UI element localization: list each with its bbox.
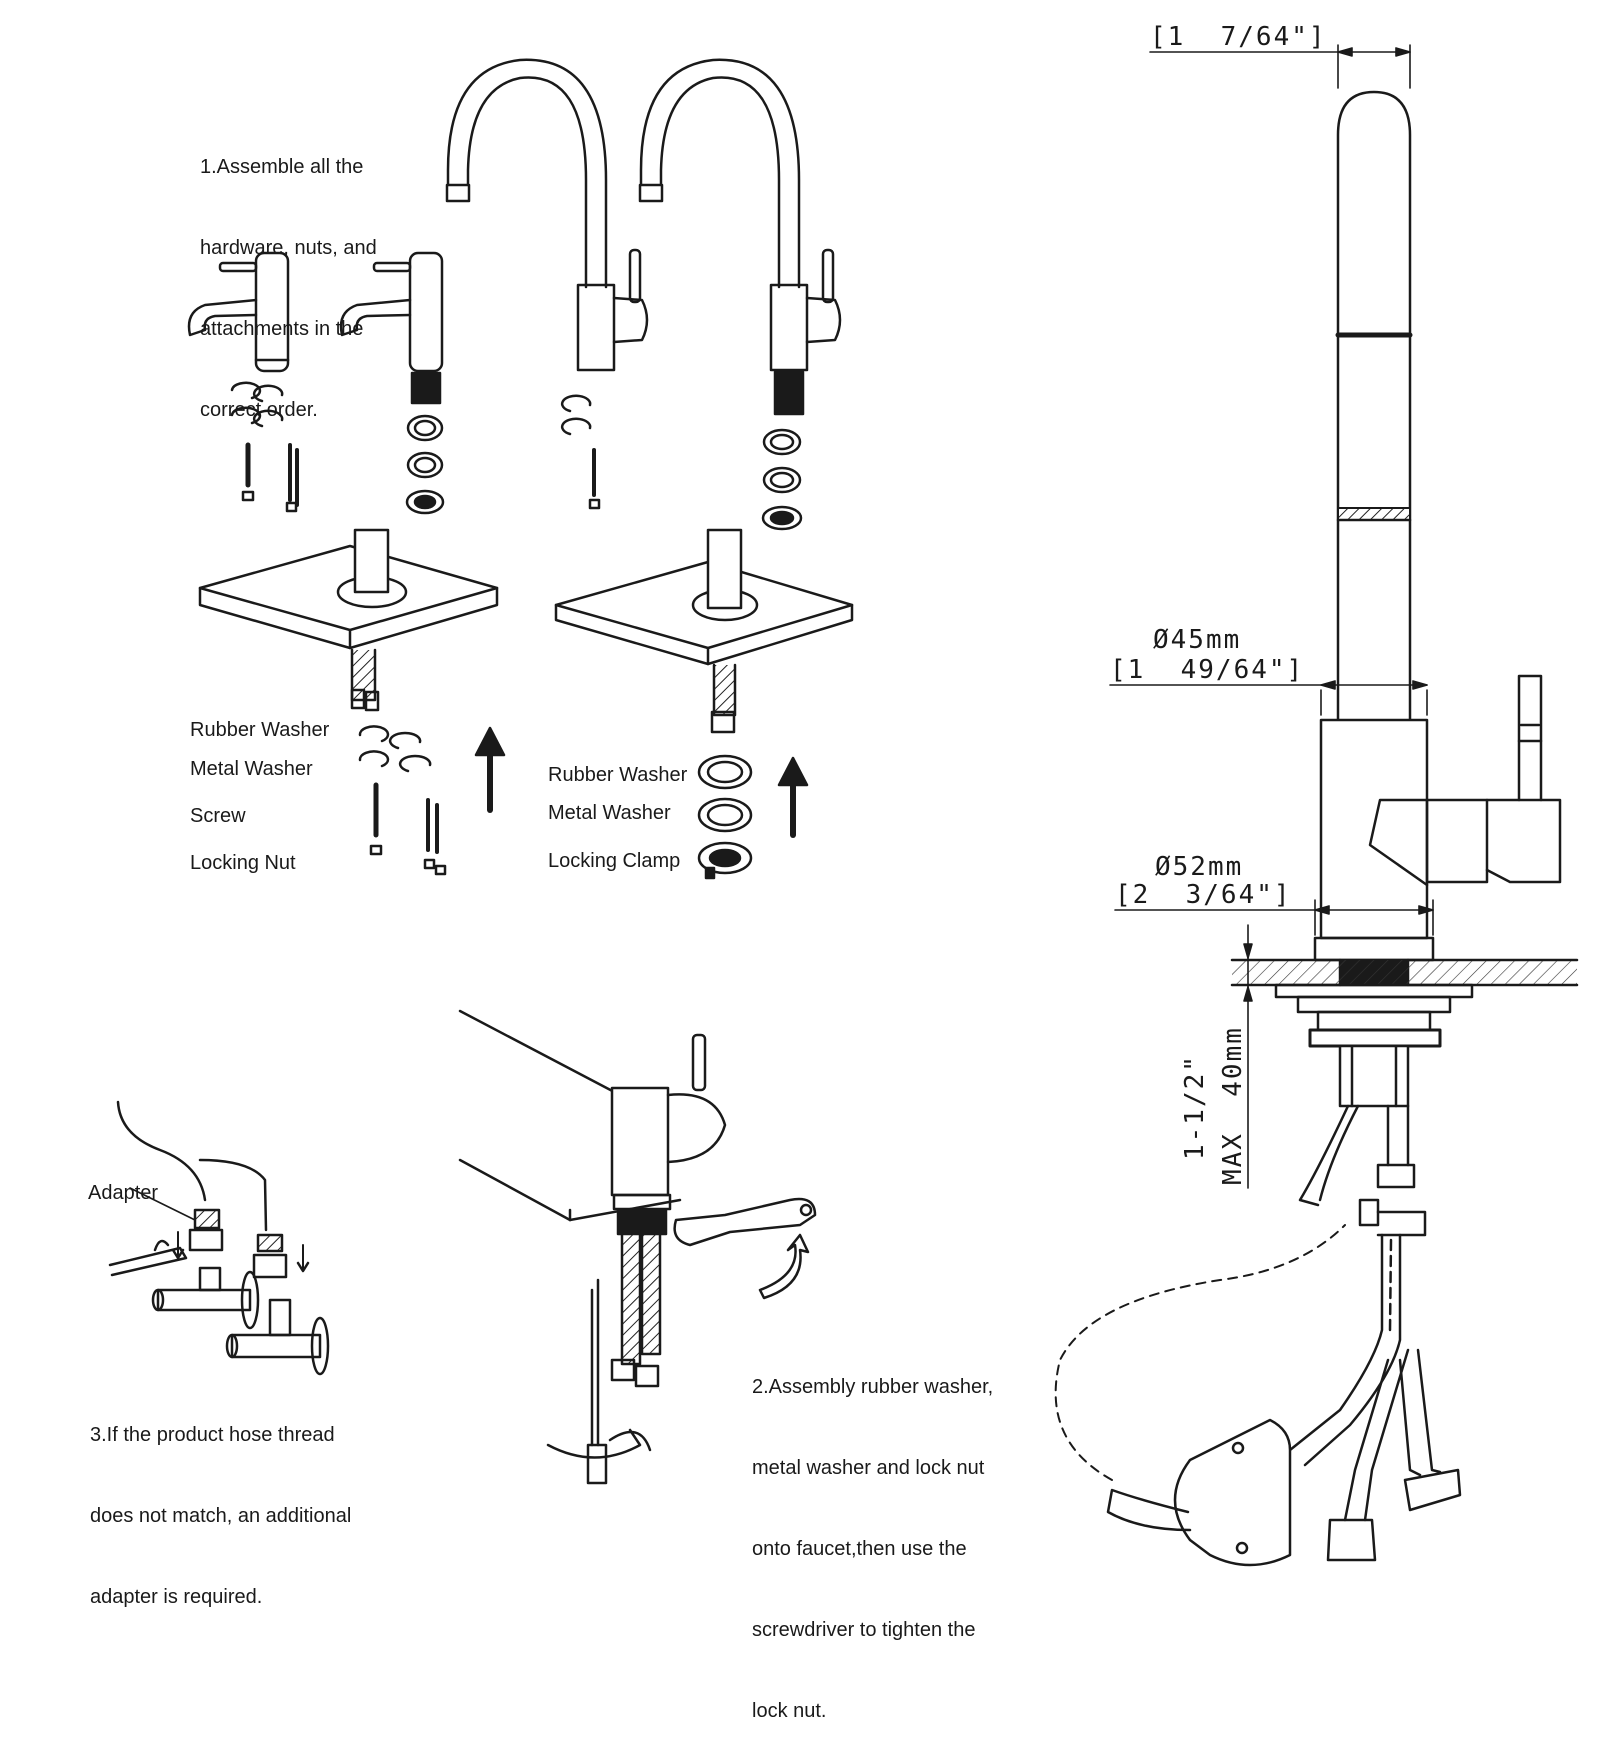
installation-diagram: 1.Assemble all the hardware, nuts, and a… — [88, 22, 1579, 1722]
dimension-base-mm: Ø52mm — [1155, 852, 1244, 882]
faucet-4-drawing — [638, 58, 842, 416]
dimension-body-in: [1 49/64"] — [1110, 655, 1305, 685]
label-rubber-washer-right: Rubber Washer — [548, 764, 688, 786]
step2-line: screwdriver to tighten the — [752, 1619, 976, 1641]
hardware-set-3 — [560, 394, 601, 510]
faucet-dimension-drawing — [1054, 90, 1579, 1567]
dimension-thickness-mm: MAX 40mm — [1218, 1026, 1248, 1185]
label-rubber-washer-left: Rubber Washer — [190, 719, 330, 741]
dimension-top-width: [1 7/64"] — [1150, 22, 1327, 52]
hardware-set-4 — [761, 428, 803, 531]
dimension-base-in: [2 3/64"] — [1115, 880, 1292, 910]
arrow-up-right — [777, 756, 809, 838]
step3-instructions: 3.If the product hose thread does not ma… — [90, 1368, 351, 1638]
step3-line: 3.If the product hose thread — [90, 1424, 335, 1446]
label-adapter: Adapter — [88, 1182, 159, 1204]
step1-instructions: 1.Assemble all the hardware, nuts, and a… — [200, 100, 377, 451]
step1-line: attachments in the — [200, 318, 364, 340]
label-metal-washer-left: Metal Washer — [190, 758, 313, 780]
step2-line: lock nut. — [752, 1700, 827, 1722]
angle-valve-drawing — [108, 1100, 330, 1376]
label-locking-clamp: Locking Clamp — [548, 850, 681, 872]
label-metal-washer-right: Metal Washer — [548, 802, 671, 824]
arrow-up-left — [474, 726, 506, 813]
faucet-2-drawing — [339, 251, 444, 405]
install-under-counter-drawing — [458, 1009, 817, 1485]
faucet-1-drawing — [187, 251, 290, 373]
label-locking-nut: Locking Nut — [190, 852, 296, 874]
hardware-set-1 — [230, 381, 299, 513]
step2-line: metal washer and lock nut — [752, 1457, 985, 1479]
countertop-right — [554, 528, 854, 734]
label-screw: Screw — [190, 805, 246, 827]
step1-line: 1.Assemble all the — [200, 156, 364, 178]
diagram-drawing — [108, 44, 1579, 1567]
step1-line: correct order. — [200, 399, 318, 421]
dimension-body-mm: Ø45mm — [1153, 625, 1242, 655]
dimension-lines — [1109, 44, 1434, 1189]
faucet-3-drawing — [445, 58, 649, 372]
countertop-left — [198, 528, 499, 712]
step3-line: adapter is required. — [90, 1586, 263, 1608]
step2-line: onto faucet,then use the — [752, 1538, 967, 1560]
step2-line: 2.Assembly rubber washer, — [752, 1376, 994, 1398]
hardware-set-left-bottom — [358, 725, 447, 876]
step2-instructions: 2.Assembly rubber washer, metal washer a… — [752, 1320, 993, 1752]
hardware-set-2 — [405, 414, 445, 515]
step1-line: hardware, nuts, and — [200, 237, 377, 259]
step3-line: does not match, an additional — [90, 1505, 352, 1527]
dimension-thickness-in: 1-1/2" — [1180, 1054, 1210, 1160]
hardware-set-right-bottom — [697, 754, 753, 880]
